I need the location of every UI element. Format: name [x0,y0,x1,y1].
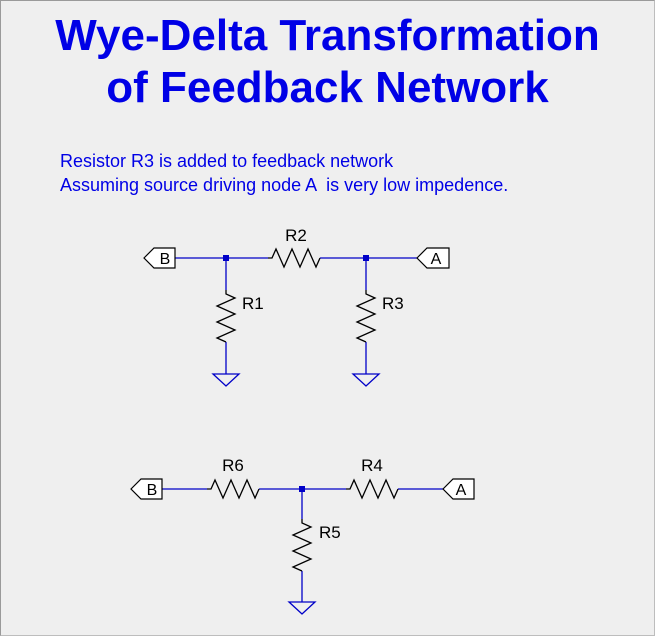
circuit-2-wires [162,488,443,602]
port-a-label: A [456,482,467,499]
port-a-flag-icon [442,478,475,500]
ground-icon [211,373,241,387]
resistor-r4-symbol [346,478,399,500]
resistor-r4-label: R4 [361,456,383,475]
resistor-r2-label: R2 [285,226,307,245]
resistor-r6-symbol [207,478,260,500]
note-line-2: Assuming source driving node A is very l… [60,175,509,195]
resistor-r5-symbol [291,519,313,572]
port-b-flag-icon [130,478,163,500]
resistor-r3-symbol [355,290,377,343]
junction-dot [363,255,369,261]
circuit-1-wires [175,257,417,374]
junction-dot [299,486,305,492]
title-line-2: of Feedback Network [106,63,549,112]
resistor-r3-label: R3 [382,294,404,313]
ground-icon [351,373,381,387]
circuit-1: R2 R1 R3 B A [143,226,450,387]
resistor-r2-symbol [268,247,321,269]
port-a-label: A [431,251,442,268]
junction-dot [223,255,229,261]
resistor-r5-label: R5 [319,523,341,542]
title-line-1: Wye-Delta Transformation [55,11,600,60]
port-a-flag-icon [416,247,450,269]
note-line-1: Resistor R3 is added to feedback network [60,151,394,171]
resistor-r1-symbol [215,290,237,343]
resistor-r1-label: R1 [242,294,264,313]
port-b-label: B [147,482,158,499]
resistor-r6-label: R6 [222,456,244,475]
port-b-flag-icon [143,247,176,269]
port-b-label: B [160,251,171,268]
circuit-2: R6 R4 R5 B A [130,456,475,615]
ground-icon [287,601,317,615]
